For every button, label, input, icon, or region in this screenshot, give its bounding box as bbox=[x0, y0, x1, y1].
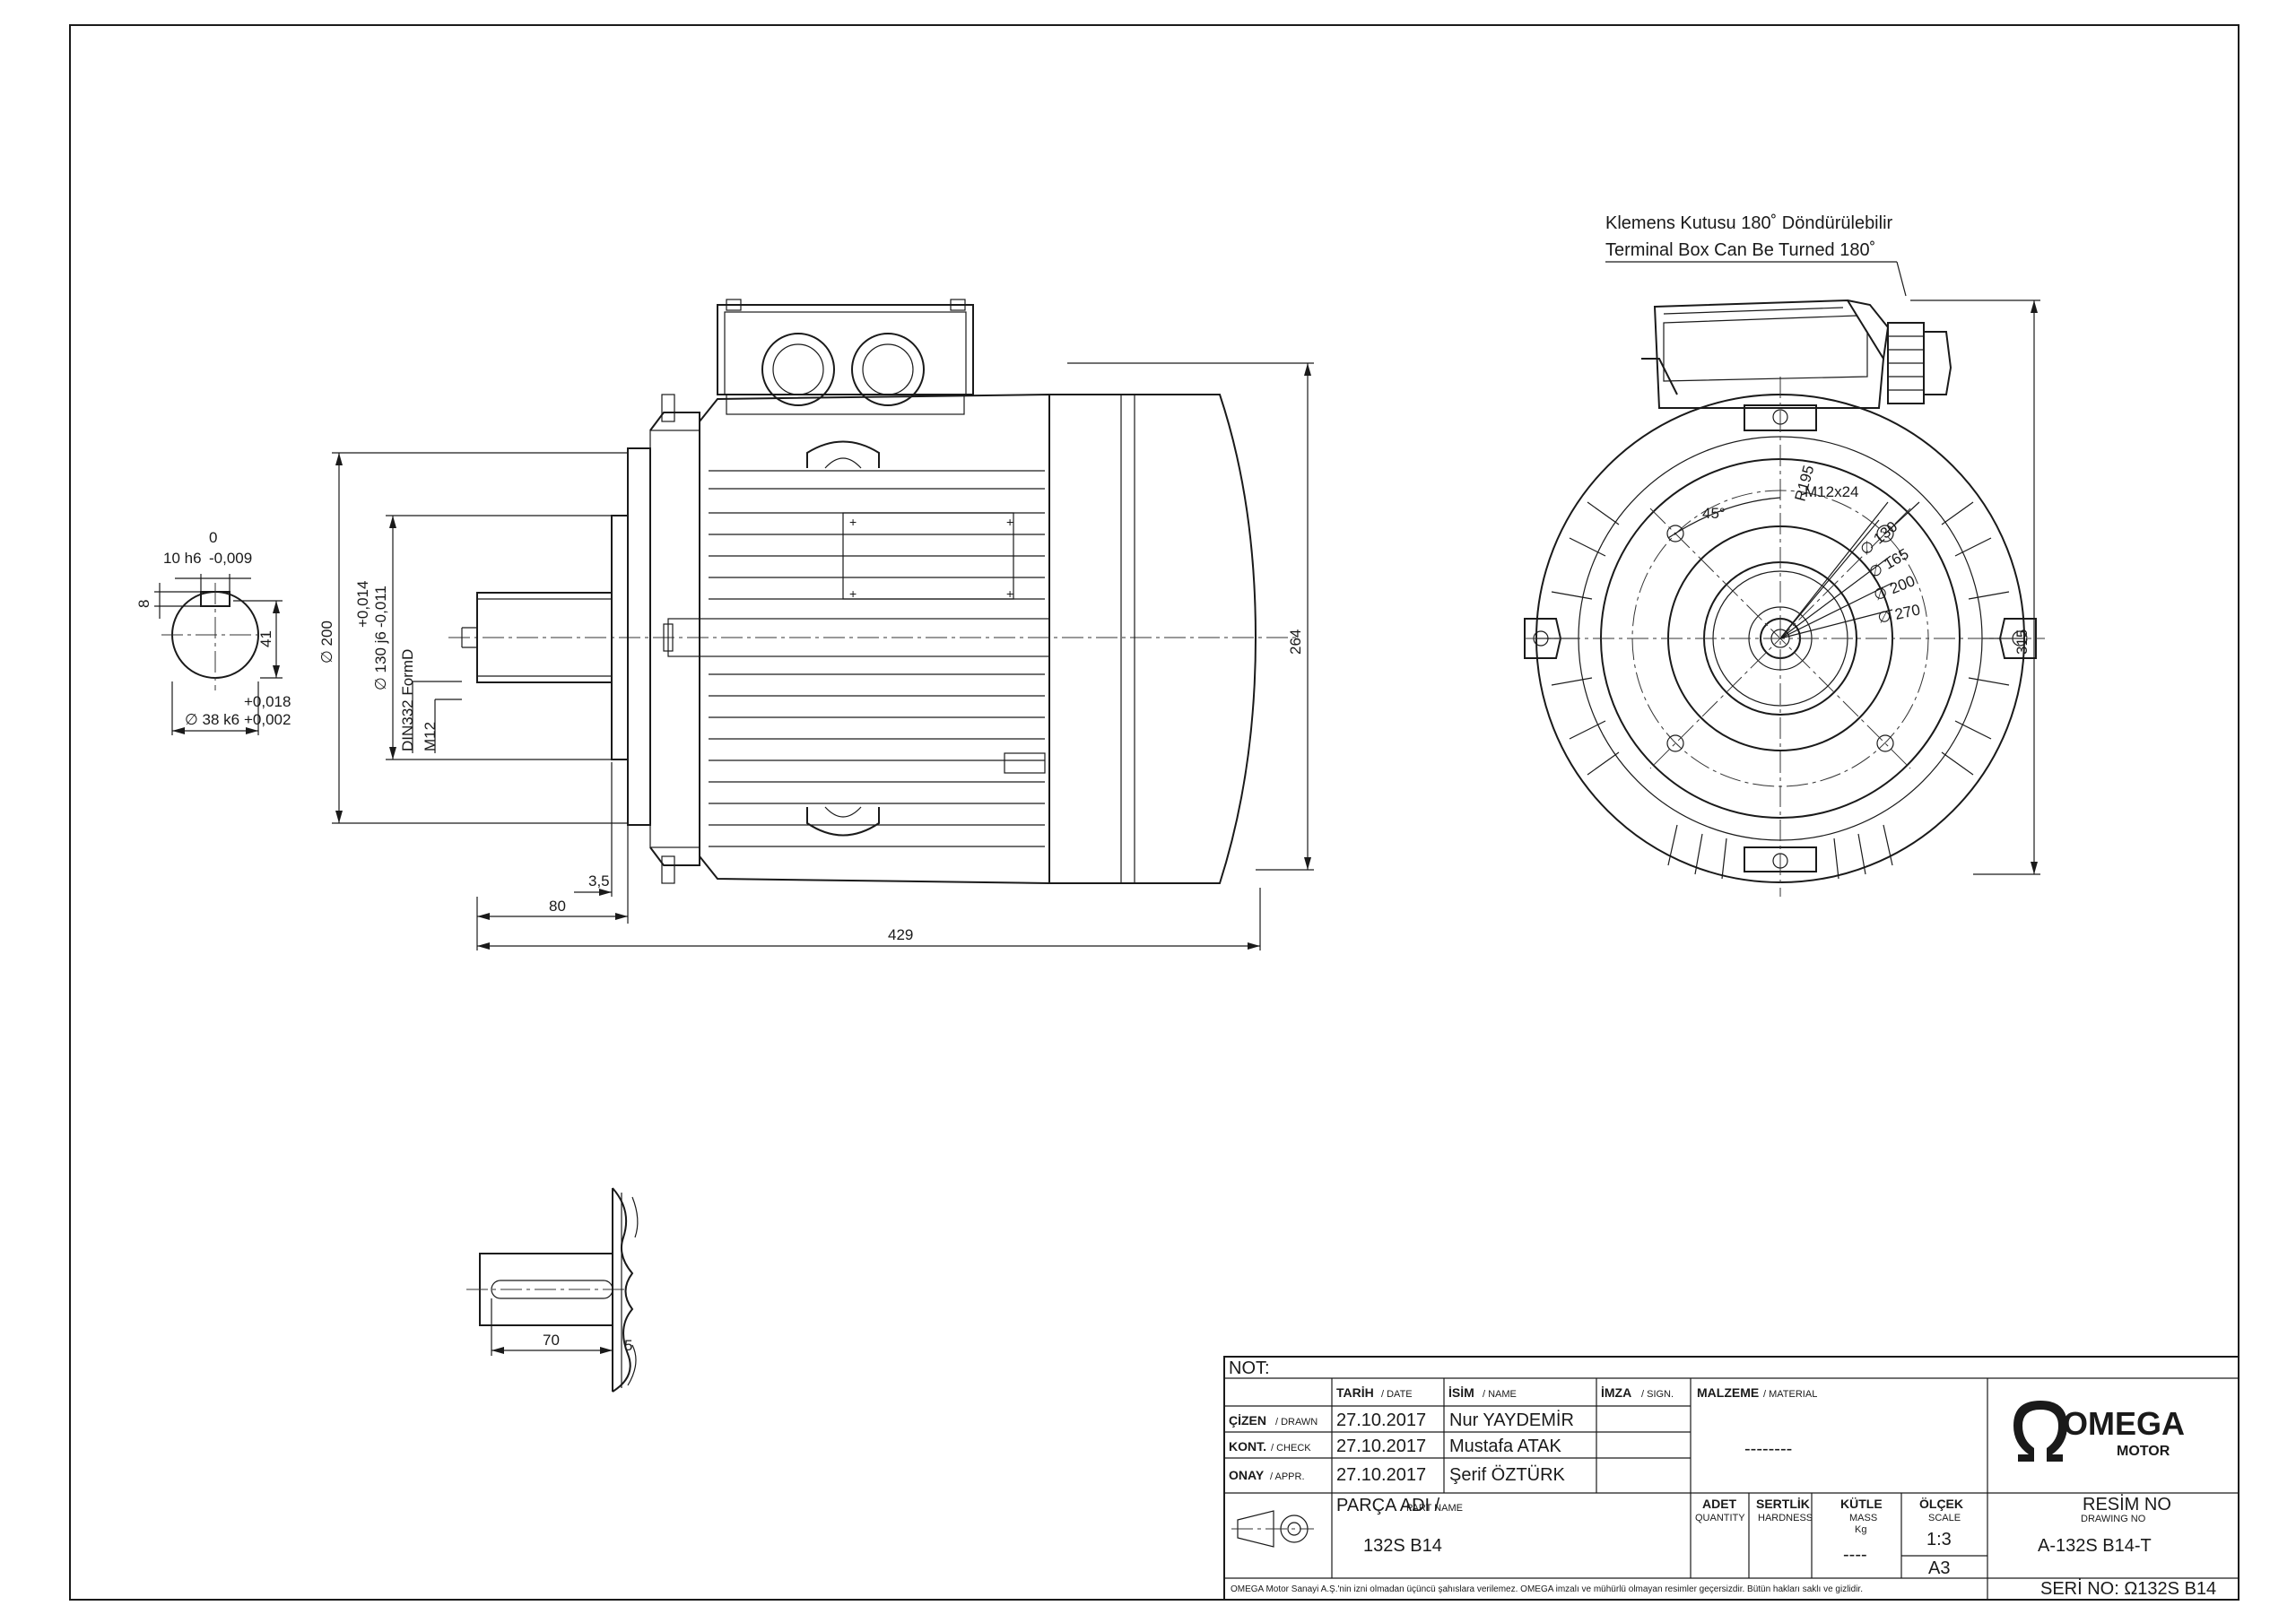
mass-label: KÜTLE bbox=[1840, 1497, 1883, 1511]
dim-flange-dia: ∅ 200 bbox=[318, 621, 335, 664]
dim-shaft-tol-lower: +0,002 bbox=[244, 711, 291, 728]
material-label-en: / MATERIAL bbox=[1763, 1389, 1817, 1400]
logo-sub: MOTOR bbox=[2117, 1444, 2170, 1459]
hardness-label-en: HARDNESS bbox=[1758, 1513, 1813, 1523]
col-date: TARİH bbox=[1336, 1385, 1374, 1400]
drawing-no-label-en: DRAWING NO bbox=[2081, 1514, 2146, 1524]
dim-shaft-length: 80 bbox=[549, 898, 566, 915]
dim-spigot-dia: ∅ 130 j6 bbox=[372, 631, 389, 690]
material-value: -------- bbox=[1744, 1439, 1792, 1459]
row-appr: ONAY bbox=[1229, 1468, 1265, 1482]
dim-height-side: 315 bbox=[2013, 629, 2031, 655]
part-name-label-en: PART NAME bbox=[1406, 1503, 1463, 1514]
dim-spigot-tol-upper: +0,014 bbox=[354, 581, 371, 628]
dim-spigot-tol-lower: -0,011 bbox=[372, 586, 389, 628]
col-sign-en: / SIGN. bbox=[1641, 1389, 1674, 1400]
dim-key-tol-upper: 0 bbox=[209, 529, 217, 546]
dim-angle: 45° bbox=[1702, 505, 1726, 522]
part-name-label: PARÇA ADI / bbox=[1336, 1496, 1440, 1515]
omega-logo: OMEGA MOTOR bbox=[2013, 1401, 2185, 1462]
dim-center-hole: DIN332 FormD bbox=[399, 649, 416, 751]
not-label: NOT: bbox=[1229, 1358, 1270, 1378]
material-label: MALZEME bbox=[1697, 1385, 1759, 1400]
title-block: NOT: TARİH / DATE İSİM / NAME İMZA / SIG… bbox=[1223, 1356, 2239, 1601]
svg-text:+: + bbox=[849, 586, 857, 601]
part-symbol-icon bbox=[1231, 1510, 1314, 1548]
dim-d270: ∅ 270 bbox=[1876, 601, 1922, 627]
logo-text: OMEGA bbox=[2063, 1405, 2185, 1442]
row-drawn: ÇİZEN bbox=[1229, 1413, 1266, 1428]
part-name: 132S B14 bbox=[1363, 1536, 1442, 1556]
col-sign: İMZA bbox=[1601, 1385, 1631, 1400]
dim-key-offset: 5 bbox=[624, 1337, 632, 1354]
dim-key-tol-lower: -0,009 bbox=[209, 550, 252, 567]
appr-date: 27.10.2017 bbox=[1336, 1465, 1426, 1485]
scale-value: 1:3 bbox=[1926, 1530, 1952, 1549]
row-check: KONT. bbox=[1229, 1439, 1266, 1454]
qty-label-en: QUANTITY bbox=[1695, 1513, 1745, 1523]
mass-value: ---- bbox=[1843, 1545, 1867, 1565]
mass-label-en: MASS bbox=[1849, 1513, 1877, 1523]
qty-label: ADET bbox=[1702, 1497, 1737, 1511]
shaft-section: 10 h6 0 -0,009 8 41 ∅ 38 k6 +0,018 +0,00… bbox=[135, 529, 291, 735]
row-appr-en: / APPR. bbox=[1270, 1471, 1305, 1482]
svg-text:+: + bbox=[1006, 586, 1013, 601]
dim-length: 429 bbox=[888, 926, 913, 943]
serial-no: SERİ NO: Ω132S B14 bbox=[2040, 1578, 2216, 1599]
check-name: Mustafa ATAK bbox=[1449, 1436, 1562, 1456]
dim-shaft-tol-upper: +0,018 bbox=[244, 693, 291, 710]
keyway-detail: 70 5 bbox=[466, 1187, 639, 1393]
scale-label-en: SCALE bbox=[1928, 1513, 1961, 1523]
scale-label: ÖLÇEK bbox=[1919, 1497, 1963, 1511]
drawing-no-label: RESİM NO bbox=[2083, 1494, 2171, 1515]
hardness-label: SERTLİK bbox=[1756, 1497, 1810, 1511]
dim-thread-holes: M12x24 bbox=[1805, 483, 1858, 500]
svg-text:+: + bbox=[849, 515, 857, 529]
dim-key-depth: 8 bbox=[135, 600, 152, 608]
drawn-name: Nur YAYDEMİR bbox=[1449, 1410, 1574, 1430]
row-check-en: / CHECK bbox=[1271, 1443, 1311, 1454]
check-date: 27.10.2017 bbox=[1336, 1436, 1426, 1456]
dim-key-width: 10 h6 bbox=[163, 550, 202, 567]
note-terminal-box-tr: Klemens Kutusu 180˚ Döndürülebilir bbox=[1605, 213, 1893, 233]
front-view: + + + + 429 80 bbox=[318, 299, 1314, 950]
dim-thread: M12 bbox=[422, 722, 439, 751]
col-date-en: / DATE bbox=[1381, 1389, 1413, 1400]
dim-shaft-dia: ∅ 38 k6 bbox=[185, 711, 239, 728]
paper-size: A3 bbox=[1928, 1558, 1950, 1578]
sheet-border bbox=[69, 24, 2239, 1601]
col-name: İSİM bbox=[1448, 1385, 1474, 1400]
mass-unit: Kg bbox=[1855, 1524, 1866, 1535]
dim-shaft-height: 41 bbox=[257, 630, 274, 647]
appr-name: Şerif ÖZTÜRK bbox=[1449, 1465, 1566, 1485]
copyright-note: OMEGA Motor Sanayi A.Ş.'nin izni olmadan… bbox=[1231, 1584, 1863, 1594]
side-view: Klemens Kutusu 180˚ Döndürülebilir Termi… bbox=[1524, 213, 2045, 897]
drawn-date: 27.10.2017 bbox=[1336, 1410, 1426, 1430]
col-name-en: / NAME bbox=[1483, 1389, 1517, 1400]
dim-height-front: 264 bbox=[1287, 629, 1304, 655]
dim-offset: 3,5 bbox=[588, 872, 610, 890]
dim-key-length: 70 bbox=[543, 1332, 560, 1349]
note-terminal-box-en: Terminal Box Can Be Turned 180˚ bbox=[1605, 240, 1875, 260]
svg-text:+: + bbox=[1006, 515, 1013, 529]
drawing-no: A-132S B14-T bbox=[2038, 1536, 2152, 1556]
row-drawn-en: / DRAWN bbox=[1275, 1417, 1318, 1428]
